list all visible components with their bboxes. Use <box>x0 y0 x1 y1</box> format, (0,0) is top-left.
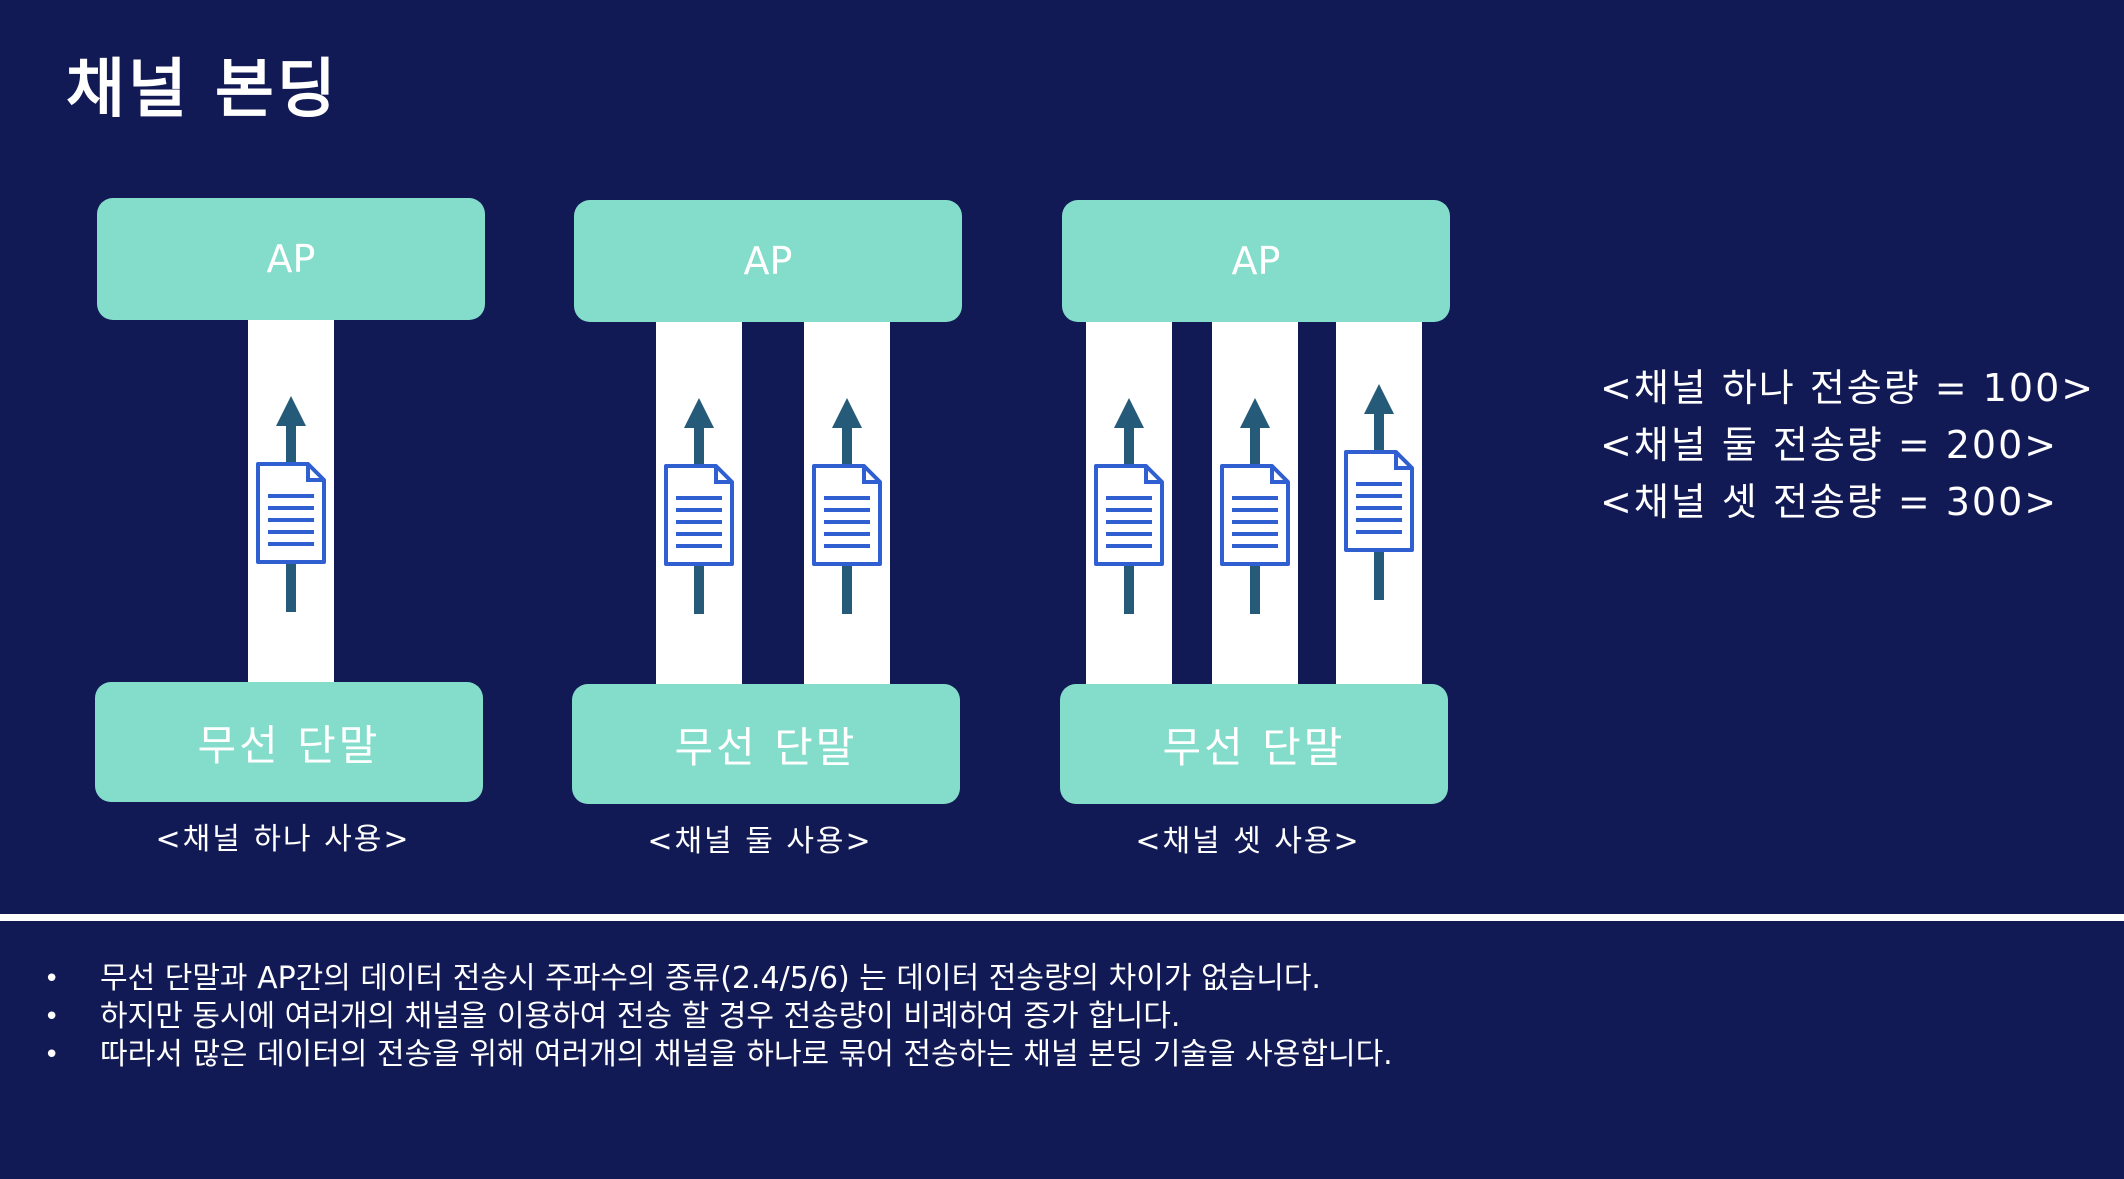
legend-item: <채널 둘 전송량 = 200> <box>1600 423 2059 467</box>
channel-lane <box>656 322 742 684</box>
terminal-label: 무선 단말 <box>674 722 858 772</box>
bullet-icon: • <box>44 1002 60 1032</box>
bullet-icon: • <box>44 964 60 994</box>
ap-box: AP <box>1062 200 1450 322</box>
throughput-legend: <채널 하나 전송량 = 100> <채널 둘 전송량 = 200> <채널 셋… <box>1600 360 2095 531</box>
document-icon <box>256 462 326 564</box>
list-item: • 따라서 많은 데이터의 전송을 위해 여러개의 채널을 하나로 묶어 전송하… <box>44 1036 1393 1074</box>
note-text: 하지만 동시에 여러개의 채널을 이용하여 전송 할 경우 전송량이 비례하여 … <box>100 999 1181 1034</box>
document-icon <box>664 464 734 566</box>
ap-label: AP <box>1231 239 1281 283</box>
page-title: 채널 본딩 <box>66 53 339 127</box>
channel-lane <box>1336 322 1422 684</box>
ap-box: AP <box>97 198 485 320</box>
legend-item: <채널 셋 전송량 = 300> <box>1600 480 2059 524</box>
document-icon <box>812 464 882 566</box>
ap-box: AP <box>574 200 962 322</box>
section-divider <box>0 914 2124 921</box>
document-icon <box>1220 464 1290 566</box>
bullet-icon: • <box>44 1040 60 1070</box>
wireless-terminal-box: 무선 단말 <box>1060 684 1448 804</box>
diagram-caption: <채널 하나 사용> <box>155 822 411 857</box>
terminal-label: 무선 단말 <box>1162 722 1346 772</box>
wireless-terminal-box: 무선 단말 <box>95 682 483 802</box>
channel-lane <box>248 320 334 682</box>
document-icon <box>1344 450 1414 552</box>
channel-lane <box>1086 322 1172 684</box>
list-item: • 무선 단말과 AP간의 데이터 전송시 주파수의 종류(2.4/5/6) 는… <box>44 960 1393 998</box>
list-item: • 하지만 동시에 여러개의 채널을 이용하여 전송 할 경우 전송량이 비례하… <box>44 998 1393 1036</box>
terminal-label: 무선 단말 <box>197 720 381 770</box>
document-icon <box>1094 464 1164 566</box>
note-text: 무선 단말과 AP간의 데이터 전송시 주파수의 종류(2.4/5/6) 는 데… <box>100 961 1321 996</box>
ap-label: AP <box>743 239 793 283</box>
ap-label: AP <box>266 237 316 281</box>
diagram-caption: <채널 둘 사용> <box>647 824 873 859</box>
notes-list: • 무선 단말과 AP간의 데이터 전송시 주파수의 종류(2.4/5/6) 는… <box>44 960 1393 1074</box>
legend-item: <채널 하나 전송량 = 100> <box>1600 366 2096 410</box>
diagram-caption: <채널 셋 사용> <box>1135 824 1361 859</box>
wireless-terminal-box: 무선 단말 <box>572 684 960 804</box>
channel-lane <box>804 322 890 684</box>
channel-lane <box>1212 322 1298 684</box>
note-text: 따라서 많은 데이터의 전송을 위해 여러개의 채널을 하나로 묶어 전송하는 … <box>100 1037 1393 1072</box>
